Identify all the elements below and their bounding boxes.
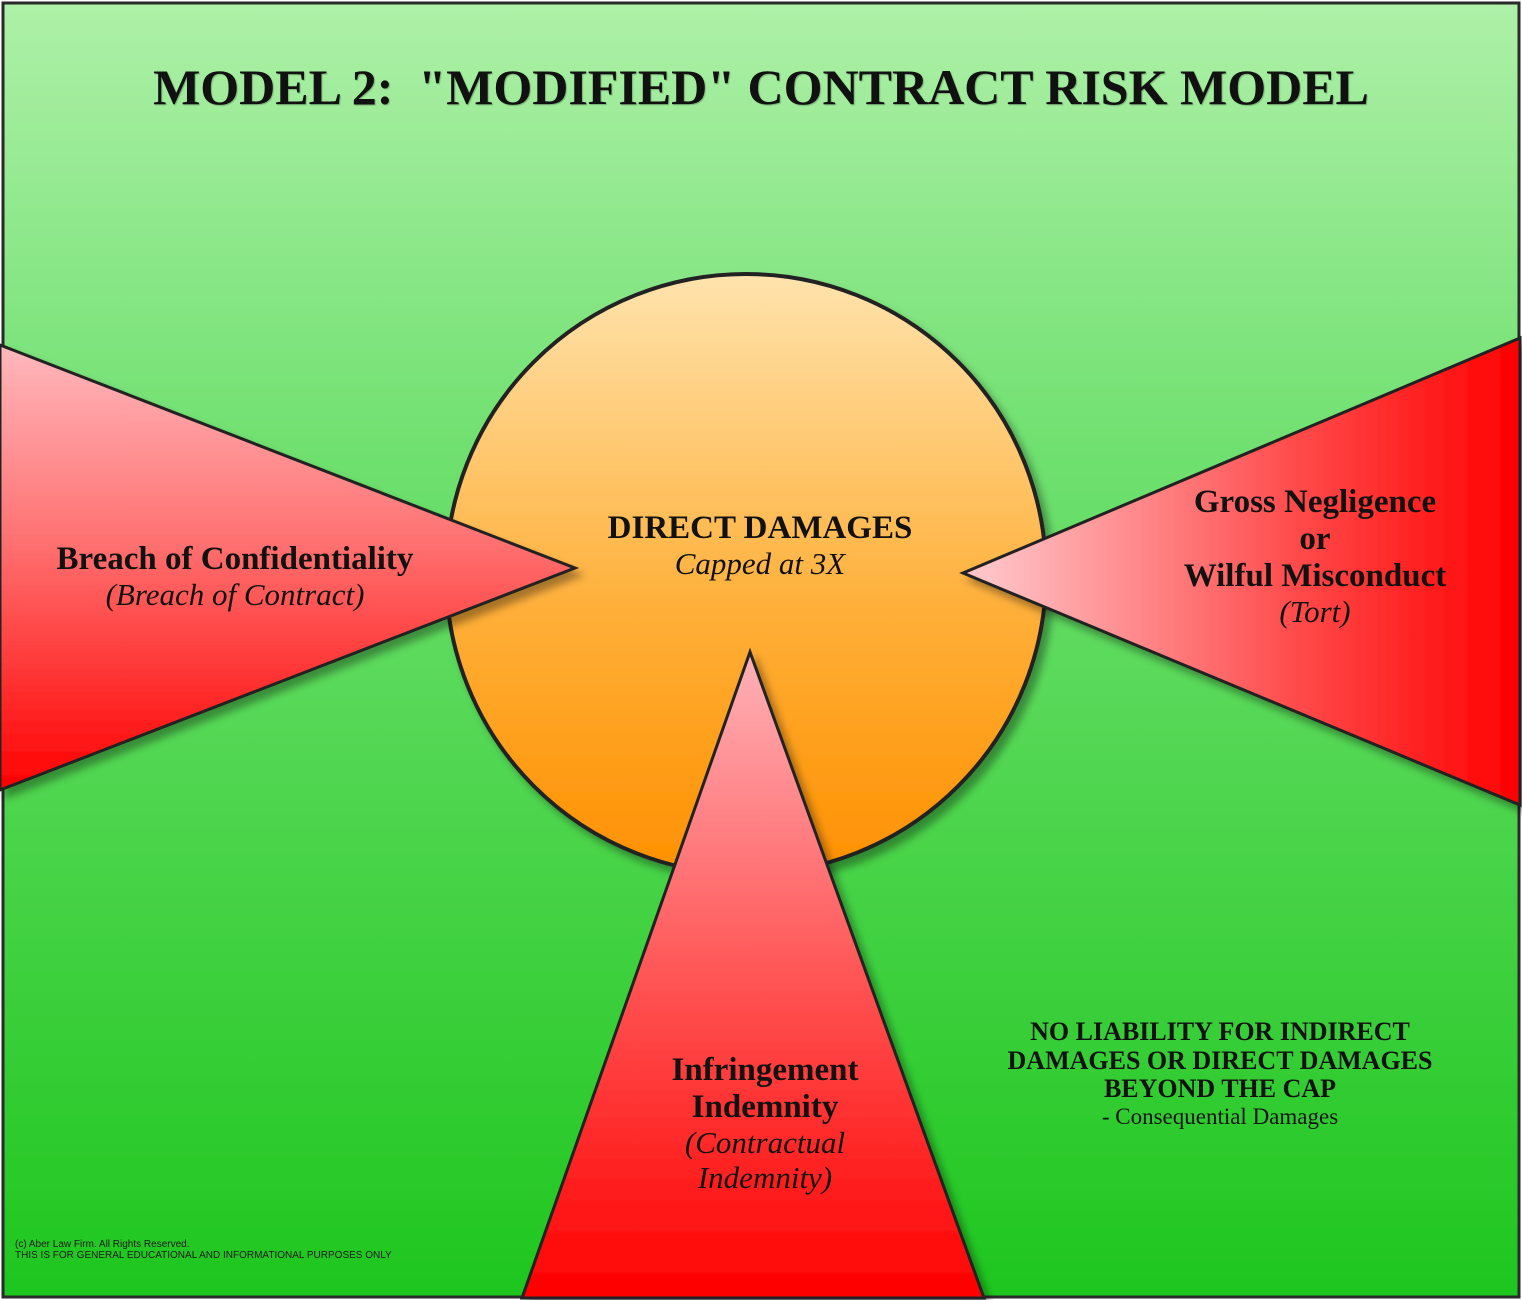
no-liability-line-1: NO LIABILITY FOR INDIRECT bbox=[1030, 1017, 1410, 1046]
contractual-indemnity-line-1: (Contractual bbox=[684, 1124, 846, 1160]
gross-negligence-label: Gross Negligence or Wilful Misconduct (T… bbox=[1110, 484, 1520, 630]
tort-subheading: (Tort) bbox=[1279, 593, 1351, 629]
no-liability-line-3: BEYOND THE CAP bbox=[1103, 1074, 1337, 1104]
infringement-line-1: Infringement bbox=[671, 1052, 859, 1088]
infringement-line-2: Indemnity bbox=[691, 1088, 839, 1125]
no-liability-note: NO LIABILITY FOR INDIRECT DAMAGES OR DIR… bbox=[985, 1017, 1455, 1129]
gross-negligence-line-1: Gross Negligence bbox=[1193, 484, 1437, 520]
breach-subheading: (Breach of Contract) bbox=[105, 576, 365, 612]
consequential-damages-text: - Consequential Damages bbox=[1101, 1103, 1339, 1129]
disclaimer-text: THIS IS FOR GENERAL EDUCATIONAL AND INFO… bbox=[15, 1250, 392, 1261]
contractual-indemnity-line-2: Indemnity) bbox=[697, 1159, 833, 1195]
diagram-title: MODEL 2: "MODIFIED" CONTRACT RISK MODEL bbox=[153, 59, 1369, 115]
footer: (c) Aber Law Firm. All Rights Reserved. … bbox=[15, 1239, 392, 1261]
no-liability-line-2: DAMAGES OR DIRECT DAMAGES bbox=[1007, 1045, 1433, 1075]
infringement-indemnity-wedge bbox=[519, 647, 987, 1300]
gross-negligence-line-2: or bbox=[1299, 520, 1331, 557]
infringement-label: Infringement Indemnity (Contractual Inde… bbox=[615, 1052, 915, 1195]
direct-damages-cap: Capped at 3X bbox=[674, 545, 846, 581]
gross-negligence-line-3: Wilful Misconduct bbox=[1183, 557, 1447, 594]
breach-label: Breach of Confidentiality (Breach of Con… bbox=[20, 541, 450, 613]
breach-heading: Breach of Confidentiality bbox=[56, 541, 414, 577]
direct-damages-heading: DIRECT DAMAGES bbox=[607, 510, 913, 546]
gross-negligence-wedge bbox=[959, 335, 1522, 808]
breach-of-confidentiality-wedge bbox=[0, 343, 580, 792]
copyright-text: (c) Aber Law Firm. All Rights Reserved. bbox=[15, 1239, 190, 1250]
direct-damages-label: DIRECT DAMAGES Capped at 3X bbox=[560, 510, 960, 582]
